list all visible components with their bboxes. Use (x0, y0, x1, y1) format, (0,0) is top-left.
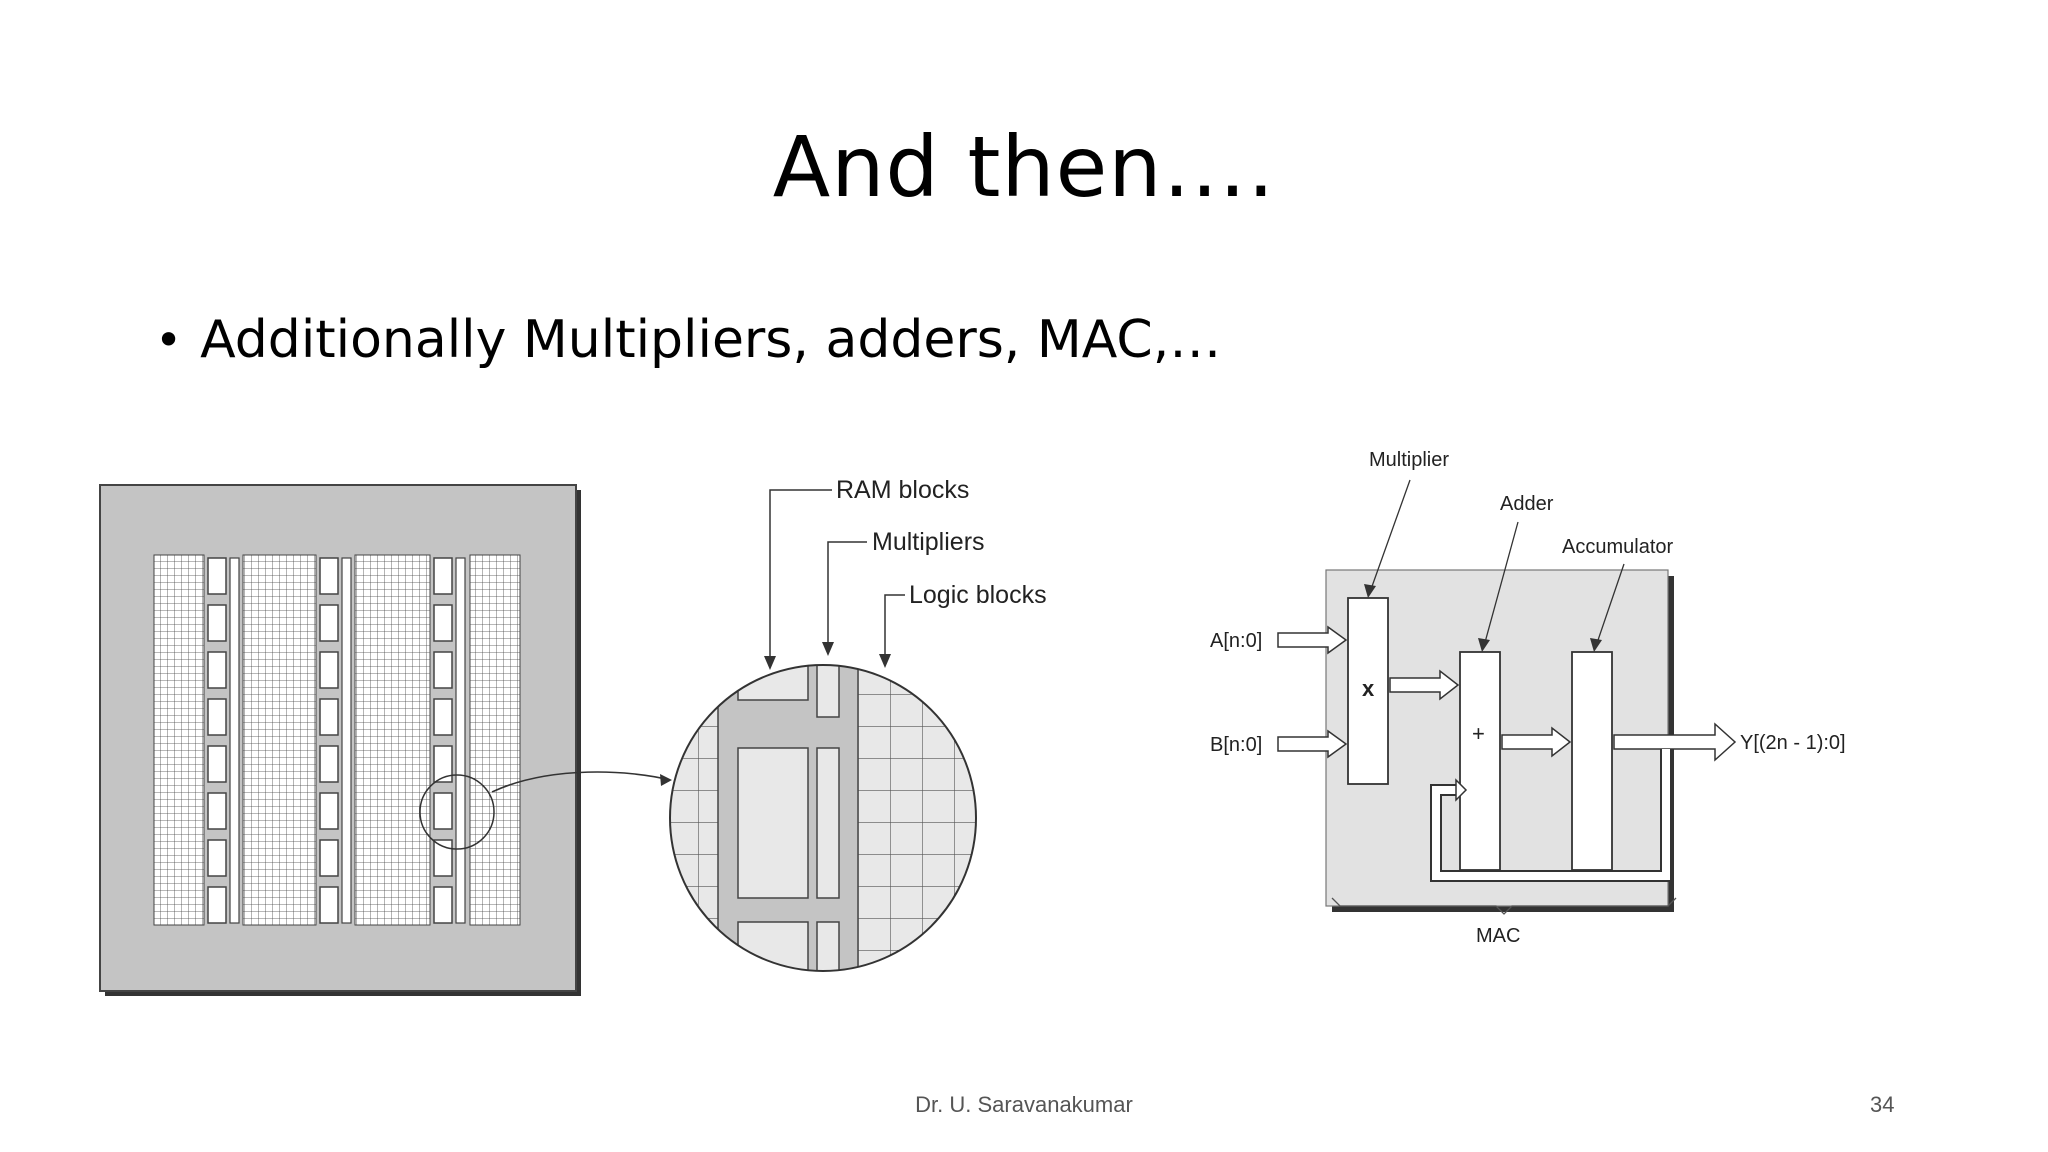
zoom-source-circle (419, 774, 495, 850)
adder-symbol: + (1472, 721, 1485, 746)
mult-column-1 (229, 557, 240, 924)
label-accumulator: Accumulator (1562, 536, 1673, 558)
mult-column-3 (455, 557, 466, 924)
ram-column-3 (433, 557, 453, 924)
mult-to-adder-arrow (1389, 669, 1460, 701)
logic-grid-4 (469, 554, 521, 926)
logic-grid-2 (242, 554, 317, 926)
label-logic-blocks: Logic blocks (909, 581, 1047, 609)
label-leaders (769, 489, 905, 662)
zoom-arrow (491, 771, 671, 793)
zoomed-detail (670, 665, 976, 971)
accumulator-block (1571, 651, 1613, 871)
feedback-loop-inner (1432, 749, 1670, 880)
adder-block (1459, 651, 1501, 871)
output-arrow (1613, 722, 1737, 762)
ram-column-1 (207, 557, 227, 924)
bullet-dot: • (155, 313, 183, 367)
zoom-circle-border (669, 664, 977, 972)
label-mac: MAC (1476, 925, 1520, 947)
label-input-b: B[n:0] (1210, 734, 1262, 756)
multiplier-block (1347, 597, 1389, 785)
bullet-text: Additionally Multipliers, adders, MAC,… (200, 310, 1222, 370)
ram-column-2 (319, 557, 339, 924)
label-adder: Adder (1500, 493, 1554, 515)
mac-leader-heads (1364, 584, 1602, 652)
multiplier-symbol: x (1362, 676, 1375, 701)
mac-diagram: x + Multiplier Adder Accumula (1210, 449, 1846, 947)
label-multipliers: Multipliers (872, 528, 985, 556)
slide-title: And then…. (772, 118, 1276, 216)
mult-column-2 (341, 557, 352, 924)
input-arrows (1277, 625, 1348, 759)
logic-grid-3 (354, 554, 431, 926)
footer-author: Dr. U. Saravanakumar (915, 1092, 1133, 1117)
logic-grid-1 (153, 554, 205, 926)
label-ram-blocks: RAM blocks (836, 476, 969, 504)
mac-brace (1331, 897, 1677, 915)
feedback-arrowhead (1455, 778, 1468, 802)
label-output-y: Y[(2n - 1):0] (1740, 732, 1846, 754)
label-input-a: A[n:0] (1210, 630, 1262, 652)
adder-to-acc-arrow (1501, 726, 1572, 758)
label-multiplier: Multiplier (1369, 449, 1449, 471)
zoom-arrow-head (660, 774, 672, 786)
fpga-diagram: RAM blocks Multipliers Logic blocks (99, 476, 1047, 996)
bullet-item: • Additionally Multipliers, adders, MAC,… (155, 310, 1221, 370)
page-number: 34 (1870, 1092, 1895, 1117)
mac-leaders (1369, 479, 1625, 647)
label-arrowheads (764, 642, 891, 670)
